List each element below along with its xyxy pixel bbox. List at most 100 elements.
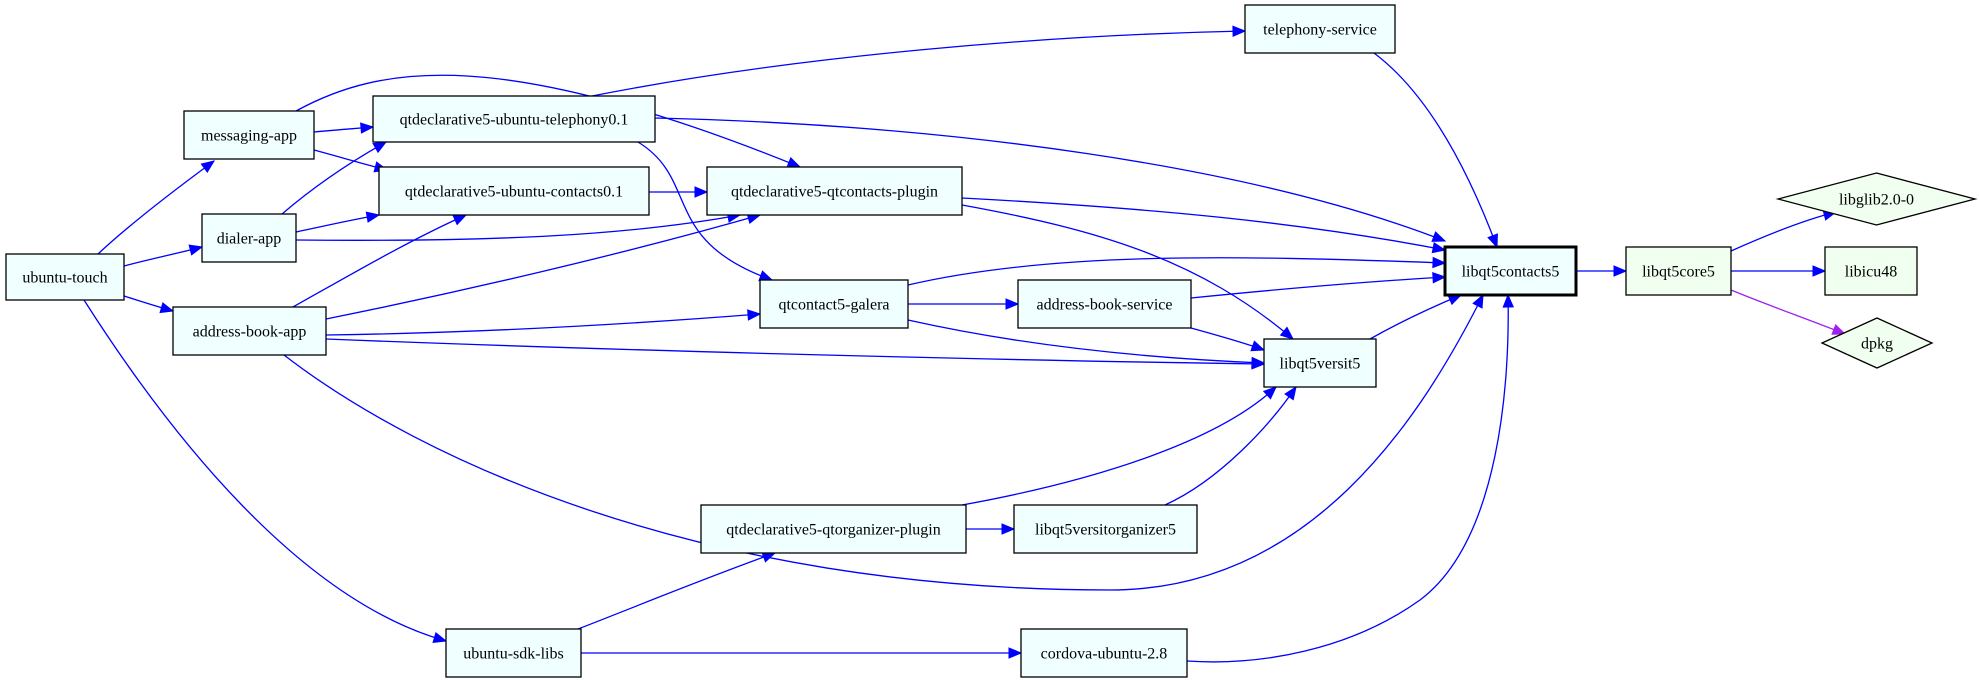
edge-line (961, 204, 1294, 340)
node-dpkg: dpkg (1820, 317, 1934, 369)
node-label: telephony-service (1263, 22, 1377, 39)
node-box-shape (5, 253, 125, 301)
node-libqt5contacts5: libqt5contacts5 (1443, 245, 1578, 297)
node-label: messaging-app (201, 128, 297, 145)
edge-ubuntu-touch-to-dialer-app (123, 244, 204, 267)
edge-line (295, 74, 801, 168)
node-box-shape (1013, 504, 1198, 554)
node-label: qtcontact5-galera (778, 297, 889, 314)
node-box-shape (706, 166, 963, 216)
edge-messaging-app-to-qtdeclarative5-qtcontacts-plugin (295, 74, 802, 168)
edge-ubuntu-touch-to-address-book-app (123, 295, 175, 314)
edge-arrowhead (1812, 265, 1827, 277)
node-label: qtdeclarative5-ubuntu-telephony0.1 (400, 112, 629, 129)
edge-line (961, 197, 1446, 251)
edge-libqt5contacts5-to-libqt5core5 (1575, 265, 1628, 277)
node-label: libqt5versitorganizer5 (1035, 522, 1176, 539)
edge-arrowhead (1472, 293, 1484, 309)
edge-libqt5core5-to-dpkg (1730, 289, 1847, 335)
edge-line (577, 552, 776, 630)
edge-qtdeclarative5-qtorganizer-plugin-to-libqt5versit5 (961, 386, 1277, 506)
edge-arrowhead (360, 122, 375, 134)
edge-line (292, 214, 467, 308)
edge-qtdeclarative5-qtcontacts-plugin-to-libqt5contacts5 (961, 197, 1447, 254)
edge-line (907, 319, 1265, 364)
edge-arrowhead (1831, 324, 1847, 335)
edge-cordova-ubuntu-2-8-to-libqt5contacts5 (1186, 293, 1514, 663)
edge-address-book-app-to-libqt5contacts5 (283, 293, 1484, 591)
edge-line (907, 257, 1446, 286)
edge-libqt5versit5-to-libqt5contacts5 (1369, 294, 1463, 340)
node-telephony-service: telephony-service (1244, 4, 1396, 54)
node-box-shape (1244, 4, 1396, 54)
edge-arrowhead (188, 244, 204, 256)
node-libqt5versit5: libqt5versit5 (1263, 338, 1377, 388)
edge-arrowhead (1279, 326, 1294, 340)
edge-line (295, 214, 380, 233)
edge-ubuntu-touch-to-ubuntu-sdk-libs (83, 299, 448, 644)
node-label: libqt5contacts5 (1462, 264, 1560, 281)
edge-arrowhead (1001, 523, 1016, 535)
node-qtdeclarative5-ubuntu-contacts0-1: qtdeclarative5-ubuntu-contacts0.1 (378, 166, 650, 216)
edge-dialer-app-to-qtdeclarative5-ubuntu-contacts0-1 (295, 211, 381, 233)
edge-arrowhead (452, 214, 468, 226)
edge-line (83, 299, 447, 642)
edge-line (325, 313, 761, 336)
node-cordova-ubuntu-2-8: cordova-ubuntu-2.8 (1020, 628, 1188, 678)
node-ubuntu-touch: ubuntu-touch (5, 253, 125, 301)
edge-line (281, 141, 387, 215)
edge-arrowhead (365, 211, 381, 223)
edge-line (1730, 289, 1846, 335)
edge-line (591, 30, 1246, 97)
edge-arrowhead (1008, 647, 1023, 659)
node-label: libqt5versit5 (1280, 356, 1361, 373)
edge-address-book-app-to-qtdeclarative5-ubuntu-contacts0-1 (292, 214, 468, 308)
edge-arrowhead (786, 156, 802, 168)
edge-telephony-service-to-libqt5contacts5 (1373, 52, 1498, 249)
node-label: libqt5core5 (1642, 264, 1715, 281)
node-label: cordova-ubuntu-2.8 (1041, 646, 1168, 663)
node-box-shape (201, 213, 297, 263)
node-ubuntu-sdk-libs: ubuntu-sdk-libs (445, 628, 582, 678)
edge-arrowhead (1431, 231, 1447, 242)
edge-qtcontact5-galera-to-address-book-service (907, 298, 1020, 310)
node-label: libglib2.0-0 (1839, 192, 1914, 209)
edge-arrowhead (694, 186, 709, 198)
node-diamond-shape (1820, 317, 1934, 369)
edge-qtdeclarative5-ubuntu-telephony0-1-to-libqt5contacts5 (654, 117, 1447, 242)
node-box-shape (1824, 246, 1918, 296)
node-box-shape (172, 306, 327, 356)
edge-line (325, 214, 761, 320)
node-label: libicu48 (1845, 264, 1897, 281)
edge-line (961, 386, 1277, 506)
node-messaging-app: messaging-app (183, 110, 315, 160)
node-label: address-book-service (1037, 297, 1173, 314)
edge-ubuntu-sdk-libs-to-qtdeclarative5-qtorganizer-plugin (577, 551, 777, 630)
edge-line (97, 160, 215, 255)
edge-arrowhead (159, 302, 175, 314)
node-box-shape (1020, 628, 1188, 678)
edge-ubuntu-sdk-libs-to-cordova-ubuntu-2-8 (581, 647, 1023, 659)
nodes-layer: ubuntu-touchmessaging-appdialer-appaddre… (5, 4, 1978, 678)
node-libicu48: libicu48 (1824, 246, 1918, 296)
edge-qtdeclarative5-ubuntu-contacts0-1-to-qtdeclarative5-qtcontacts-plugin (648, 186, 709, 198)
edges-layer (83, 25, 1847, 663)
node-box-shape (1443, 245, 1578, 297)
node-label: address-book-app (193, 324, 307, 341)
node-box-shape (372, 95, 656, 143)
edge-ubuntu-touch-to-messaging-app (97, 160, 216, 255)
edge-line (1369, 294, 1462, 340)
edge-arrowhead (1251, 356, 1266, 369)
node-box-shape (183, 110, 315, 160)
node-label: dpkg (1861, 336, 1893, 353)
edge-address-book-service-to-libqt5versit5 (1190, 327, 1266, 352)
edge-messaging-app-to-qtdeclarative5-ubuntu-contacts0-1 (313, 149, 389, 173)
node-address-book-service: address-book-service (1017, 279, 1192, 329)
node-qtdeclarative5-qtcontacts-plugin: qtdeclarative5-qtcontacts-plugin (706, 166, 963, 216)
edge-arrowhead (1232, 25, 1247, 38)
edge-address-book-app-to-qtcontact5-galera (325, 309, 762, 336)
edge-arrowhead (747, 309, 762, 321)
edge-line (1373, 52, 1498, 248)
node-libglib2-0-0: libglib2.0-0 (1775, 172, 1978, 226)
edge-line (283, 294, 1484, 591)
